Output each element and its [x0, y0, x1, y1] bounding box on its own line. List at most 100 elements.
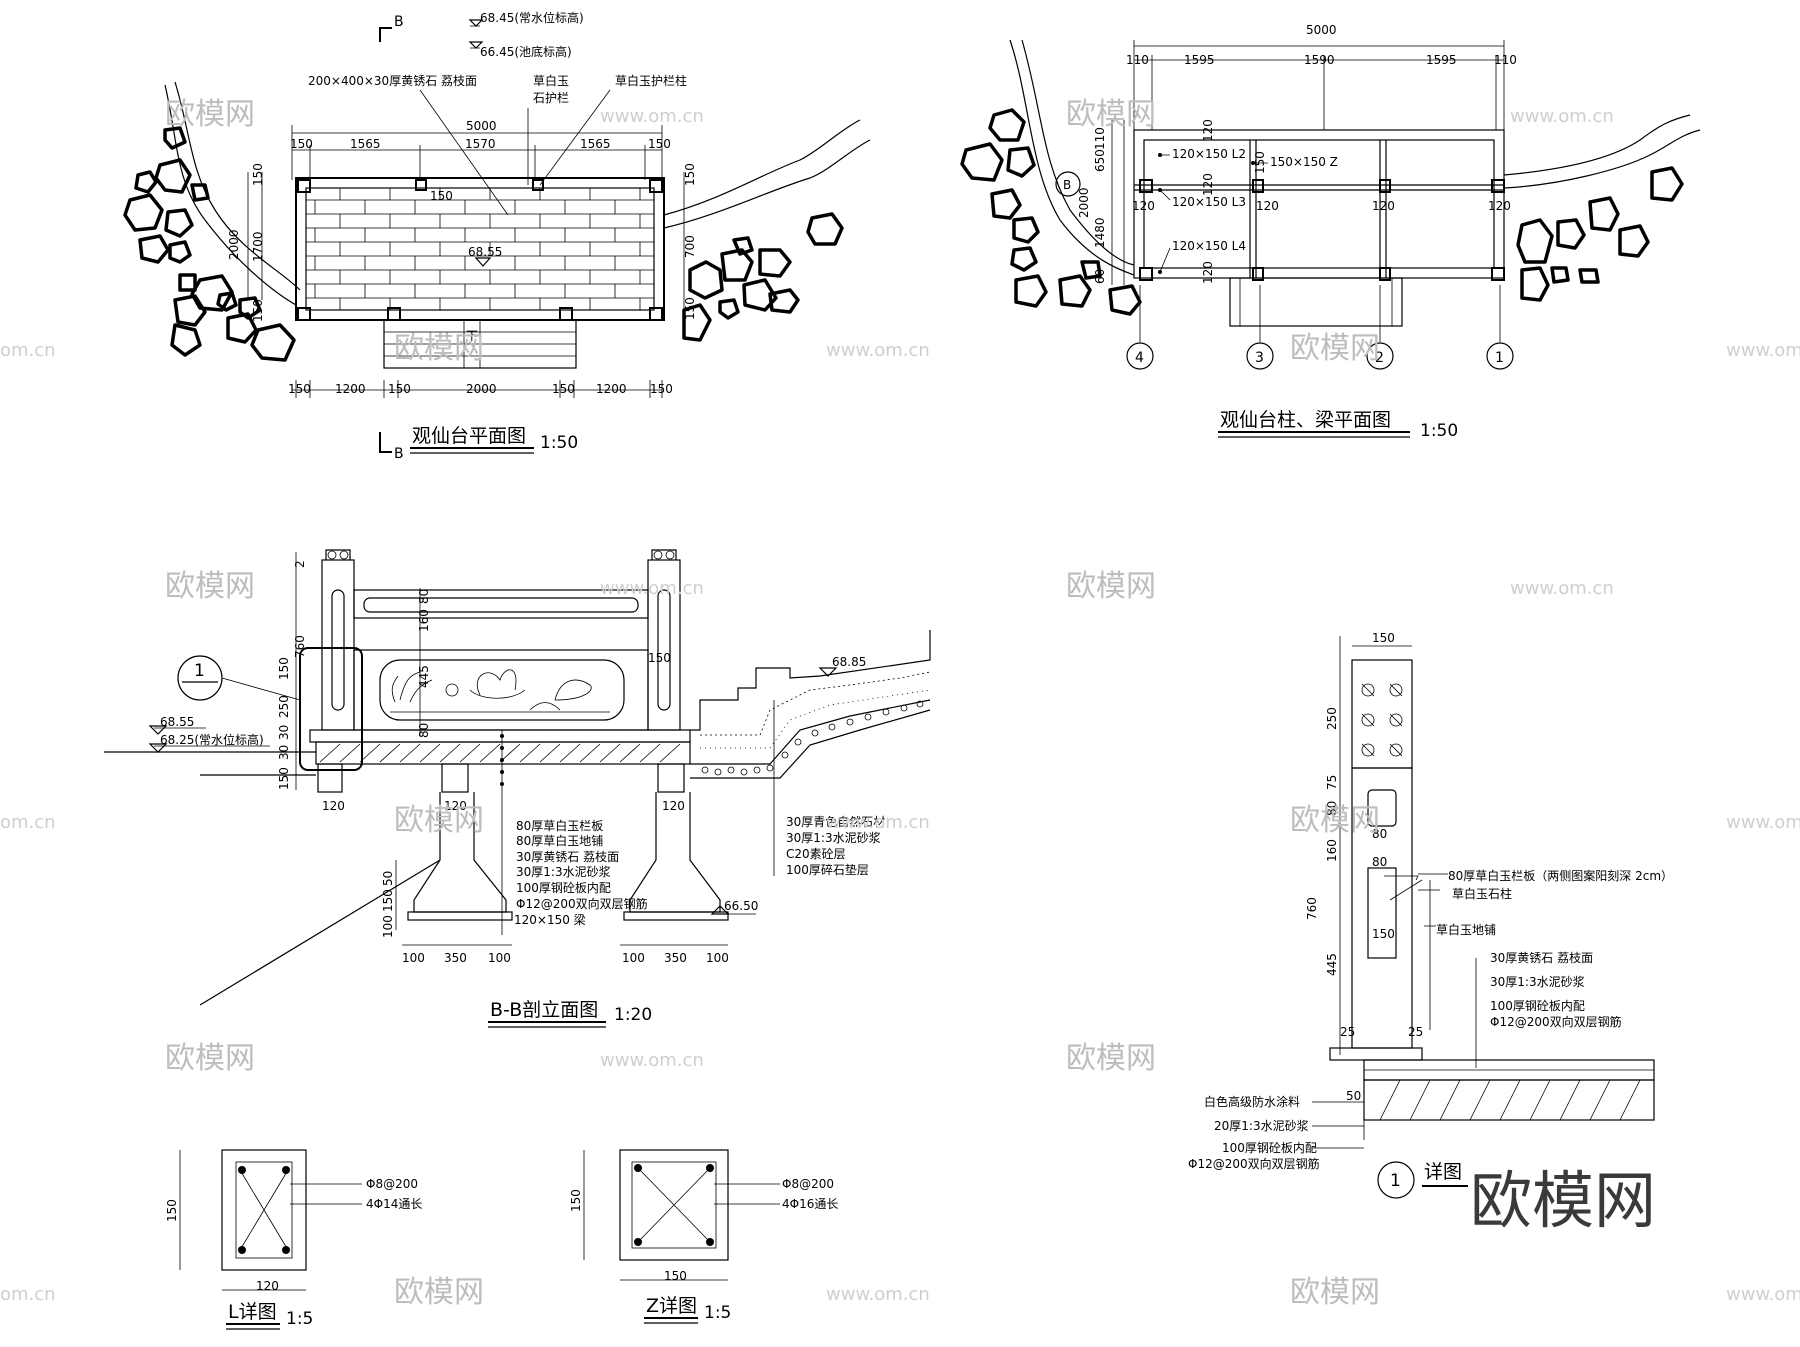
section-elev-base: 66.50 [724, 899, 758, 913]
z-detail-title: Z详图 [646, 1295, 697, 1317]
beam-axis-2 [1366, 342, 1394, 370]
plan-dim-top-3: 1570 [465, 137, 496, 151]
watermark-site-3: www.om.cn [826, 340, 930, 361]
beam-dim-side-3: 1480 [1093, 217, 1107, 248]
beam-dim-top-4: 1595 [1426, 53, 1457, 67]
detail-note-left-0: 白色高级防水涂料 [1204, 1094, 1300, 1109]
section-elev-top: 68.85 [832, 655, 866, 669]
detail-note-0: 80厚草白玉栏板（两侧图案阳刻深 2cm） [1448, 868, 1673, 883]
z-detail-rebar-1: Φ8@200 [782, 1177, 834, 1191]
plan-elev-bottom: 66.45(池底标高) [480, 44, 572, 59]
plan-view: B 68.45(常水位标高) 66.45(池底标高) 200×400×30厚黄锈… [123, 10, 871, 462]
beam-plan-view: 5000 110 1595 1590 1595 110 120×150 L2 1… [960, 23, 1701, 441]
watermark-site-4: www.om.cn [1726, 340, 1800, 361]
watermark-brand-6: 欧模网 [1066, 569, 1156, 604]
watermark-brand-12: 欧模网 [1290, 1275, 1380, 1310]
beam-dim-side-6: 120 [1201, 173, 1215, 196]
section-note-right-3: 100厚碎石垫层 [786, 862, 869, 877]
brand-logo: 欧模网 [1470, 1164, 1656, 1237]
section-dim-post: 150 [648, 651, 671, 665]
section-detail-ref-label: 1 [194, 661, 205, 681]
beam-col-width-2: 120 [1372, 199, 1395, 213]
watermark-brand-7: 欧模网 [394, 803, 484, 838]
section-note-right-2: C20素砼层 [786, 847, 846, 861]
detail-dim-left-5: 445 [1325, 953, 1339, 976]
detail-note-left-3: Φ12@200双向双层钢筋 [1188, 1156, 1320, 1171]
watermark-site-8: www.om.cn [1726, 812, 1800, 833]
watermark-brand-5: 欧模网 [165, 569, 255, 604]
plan-dim-bottom-1: 1200 [335, 382, 366, 396]
plan-dim-total: 5000 [466, 119, 497, 133]
section-note-left-4: 100厚钢砼板内配 [516, 881, 611, 895]
detail-dim-bottom-2: 50 [1346, 1089, 1361, 1103]
detail-note-2: 草白玉地铺 [1436, 922, 1496, 937]
section-dim-footing-1: 150 [381, 889, 395, 912]
plan-dim-side-1: 1700 [251, 231, 265, 262]
beam-dim-side-7: 120 [1201, 261, 1215, 284]
section-dim-footing-0: 100 [381, 915, 395, 938]
beam-dim-side-5: 120 [1201, 119, 1215, 142]
watermark-brand-10: 欧模网 [1066, 1041, 1156, 1076]
section-dim-rail-2: 445 [417, 665, 431, 688]
detail-width-top: 150 [1372, 631, 1395, 645]
beam-plan-title: 观仙台柱、梁平面图 [1220, 409, 1391, 431]
z-detail-rebar-2: 4Φ16通长 [782, 1197, 838, 1211]
plan-dim-bottom-0: 150 [288, 382, 311, 396]
watermark-brand-2: 欧模网 [1066, 97, 1156, 132]
beam-label-l3: 120×150 L3 [1172, 195, 1246, 209]
detail-dim-left-2: 80 [1325, 801, 1339, 816]
section-dim-left-5: 30 [277, 745, 291, 760]
plan-dim-top-1: 150 [290, 137, 313, 151]
plan-dim-side-2: 150 [251, 163, 265, 186]
l-detail-rebar-1: Φ8@200 [366, 1177, 418, 1191]
watermark-brand-1: 欧模网 [165, 97, 255, 132]
detail-dim-left-1: 75 [1325, 775, 1339, 790]
beam-section-mark-label: B [1063, 178, 1071, 192]
detail-dim-left-0: 250 [1325, 707, 1339, 730]
watermark-site-11: www.om.cn [826, 1284, 930, 1305]
plan-elev-deck: 68.55 [468, 245, 502, 259]
section-note-right-1: 30厚1:3水泥砂浆 [786, 830, 881, 845]
plan-note-post: 草白玉护栏柱 [615, 73, 687, 88]
section-dim-footing-6: 100 [622, 951, 645, 965]
detail-note-5: 100厚钢砼板内配 [1490, 999, 1585, 1013]
detail-dim-bottom-1: 25 [1408, 1025, 1423, 1039]
section-post-left [321, 559, 355, 731]
detail-inner-dim-2: 150 [1372, 927, 1395, 941]
l-detail-dim-w: 120 [256, 1279, 279, 1293]
section-dim-left-0: 2 [293, 560, 307, 568]
plan-stair-text: 下 [466, 329, 478, 343]
beam-rocks-right [1516, 166, 1684, 302]
plan-title: 观仙台平面图 [412, 425, 526, 447]
watermark-edge-3: om.cn [0, 1284, 56, 1305]
section-note-left-5: Φ12@200双向双层钢筋 [516, 896, 648, 911]
section-dim-footing-5: 100 [488, 951, 511, 965]
section-note-left-3: 30厚1:3水泥砂浆 [516, 864, 611, 879]
plan-dim-bottom-3: 2000 [466, 382, 497, 396]
section-note-left-6: 120×150 梁 [514, 912, 586, 927]
detail-dim-bottom-0: 25 [1340, 1025, 1355, 1039]
detail-post-cap [1351, 659, 1413, 769]
section-lotus-carving [390, 669, 610, 713]
plan-dim-bottom-2: 150 [388, 382, 411, 396]
beam-axis-2-label: 2 [1375, 350, 1384, 366]
watermark-edge-1: om.cn [0, 340, 56, 361]
section-dim-footing-3: 100 [402, 951, 425, 965]
section-gravel [701, 700, 924, 776]
section-dim-left-1: 760 [293, 635, 307, 658]
watermark-brand-3: 欧模网 [394, 331, 484, 366]
detail-ref-circle [1377, 1161, 1415, 1199]
watermark-brand-8: 欧模网 [1290, 803, 1380, 838]
beam-axis-3 [1246, 342, 1274, 370]
beam-axis-3-label: 3 [1255, 350, 1264, 366]
detail-note-1: 草白玉石柱 [1452, 886, 1512, 901]
beam-dim-total: 5000 [1306, 23, 1337, 37]
section-dim-left-2: 150 [277, 657, 291, 680]
beam-plan-scale: 1:50 [1420, 421, 1458, 441]
section-dim-small-0: 120 [322, 799, 345, 813]
plan-note-rail-a: 草白玉 [533, 73, 569, 88]
section-dim-rail-0: 160 [417, 609, 431, 632]
l-detail-rebar-2: 4Φ14通长 [366, 1197, 422, 1211]
beam-col-width-0: 120 [1132, 199, 1155, 213]
beam-dim-top-5: 110 [1494, 53, 1517, 67]
